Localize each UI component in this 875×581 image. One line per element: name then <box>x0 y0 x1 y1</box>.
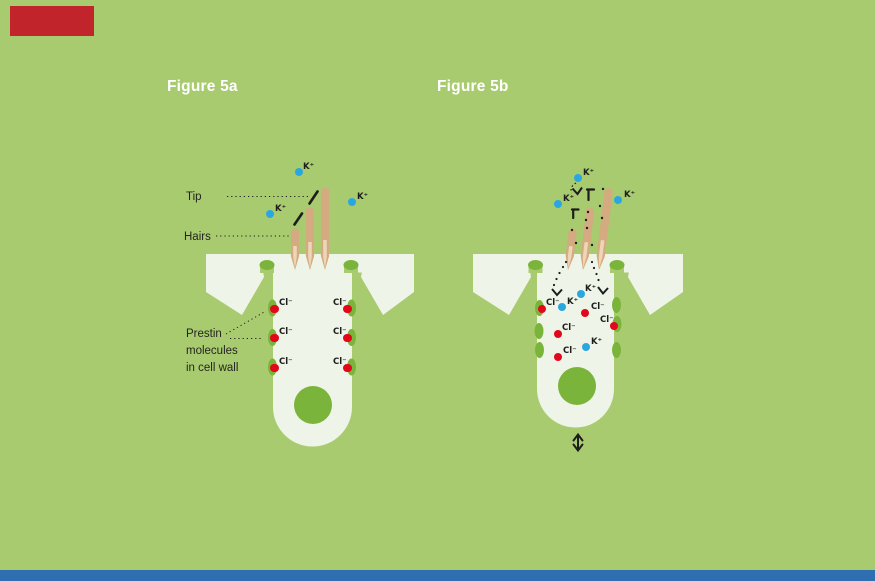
chloride-ion-label: Cl⁻ <box>563 346 577 356</box>
flow-arrowhead-left <box>551 288 563 297</box>
ion-flow-dots <box>552 187 605 287</box>
prestin-leader-diagonal <box>225 310 267 335</box>
chloride-ion-dot <box>580 308 590 318</box>
brand-red-block <box>10 6 94 36</box>
chloride-ion-dot <box>343 363 352 373</box>
chloride-ion-dot <box>270 363 279 373</box>
chloride-ion-label: Cl⁻ <box>333 298 347 308</box>
junction-molecule <box>528 260 543 270</box>
chloride-ion-dot <box>609 321 619 331</box>
stereocilia-hairs-deflected <box>565 188 613 270</box>
chloride-ion-label: Cl⁻ <box>562 323 576 333</box>
prestin-molecules <box>534 297 622 358</box>
figure-a-title: Figure 5a <box>167 78 238 95</box>
potassium-ion-label: K⁺ <box>563 194 575 204</box>
potassium-ion-label: K⁺ <box>357 192 369 202</box>
flow-arrowhead-right <box>597 286 609 296</box>
chloride-ion-dot <box>343 304 352 314</box>
chloride-ion-dot <box>270 304 279 314</box>
tip-links-closed <box>293 190 319 226</box>
chloride-ion-dot <box>343 333 352 343</box>
hair-cell-figure-a <box>206 187 414 447</box>
junction-molecule <box>343 260 359 270</box>
potassium-ion-dot <box>294 167 304 177</box>
chloride-ion-label: Cl⁻ <box>279 357 293 367</box>
nucleus <box>558 367 596 405</box>
tip-label: Tip <box>186 191 202 203</box>
contraction-double-arrow <box>572 432 584 453</box>
footer-blue-bar <box>0 570 875 581</box>
chloride-ion-label: Cl⁻ <box>333 327 347 337</box>
potassium-ion-label: K⁺ <box>583 168 595 178</box>
potassium-ion-dot <box>581 342 591 352</box>
prestin-label: Prestin molecules in cell wall <box>186 326 238 377</box>
potassium-ion-label: K⁺ <box>303 162 315 172</box>
nucleus <box>294 386 332 424</box>
chloride-ion-dot <box>553 329 563 339</box>
potassium-ion-dot <box>347 197 357 207</box>
potassium-ion-dot <box>557 302 567 312</box>
potassium-ion-label: K⁺ <box>585 284 597 294</box>
chloride-ion-dot <box>537 304 547 314</box>
potassium-ion-label: K⁺ <box>275 204 287 214</box>
chloride-ion-label: Cl⁻ <box>600 315 614 325</box>
chloride-ion-label: Cl⁻ <box>546 298 560 308</box>
prestin-label-line3: in cell wall <box>186 362 239 374</box>
potassium-entry-dotted-curve <box>570 182 577 194</box>
potassium-ion-label: K⁺ <box>624 190 636 200</box>
chloride-ion-dot <box>553 352 563 362</box>
chloride-ion-dot <box>270 333 279 343</box>
figure-b-title: Figure 5b <box>437 78 509 95</box>
junction-molecule <box>609 260 625 270</box>
potassium-ion-dot <box>573 173 583 183</box>
potassium-entry-arrowhead <box>571 186 583 196</box>
potassium-ion-label: K⁺ <box>591 337 603 347</box>
leader-lines <box>216 196 308 339</box>
chloride-ion-label: Cl⁻ <box>591 302 605 312</box>
potassium-ion-label: K⁺ <box>567 297 579 307</box>
cell-body-column <box>273 254 352 447</box>
hair-cell-figure-b <box>473 182 683 453</box>
potassium-ion-dot <box>553 199 563 209</box>
junction-molecule <box>259 260 275 270</box>
potassium-ion-dot <box>613 195 623 205</box>
chloride-ion-label: Cl⁻ <box>333 357 347 367</box>
hairs-label: Hairs <box>184 231 211 243</box>
chloride-ion-label: Cl⁻ <box>279 327 293 337</box>
prestin-label-line2: molecules <box>186 345 238 357</box>
stereocilia-hairs <box>290 187 330 270</box>
potassium-ion-dot <box>265 209 275 219</box>
tip-links-open <box>570 188 596 220</box>
chloride-ion-label: Cl⁻ <box>279 298 293 308</box>
potassium-ion-dot <box>576 289 586 299</box>
prestin-label-line1: Prestin <box>186 328 222 340</box>
